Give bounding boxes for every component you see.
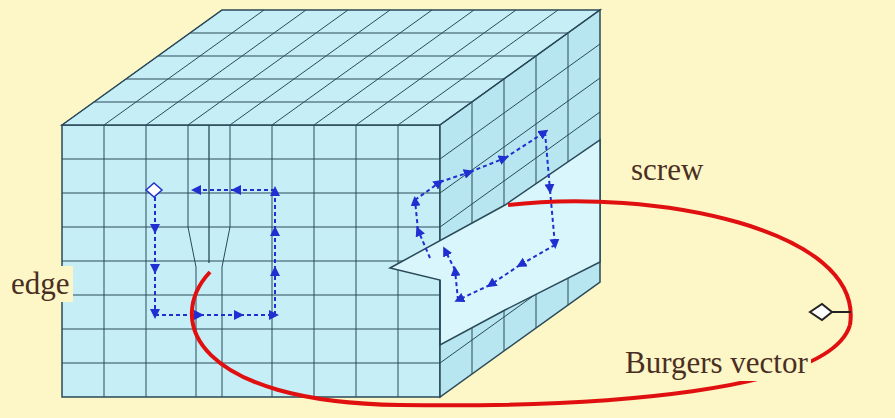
- circuit-step: [458, 285, 490, 300]
- circuit-step: [235, 189, 275, 191]
- screw-step: [439, 280, 441, 345]
- lattice-line: [94, 102, 472, 103]
- lattice-line: [272, 125, 273, 397]
- burgers-vector-arrow: [810, 304, 832, 320]
- label-text: screw: [628, 152, 706, 188]
- burgers-vector-line: [832, 311, 851, 313]
- lattice-line: [314, 125, 315, 397]
- lattice-line: [62, 193, 440, 194]
- circuit-step: [154, 270, 156, 315]
- circuit-step: [505, 132, 545, 158]
- circuit-step: [470, 158, 505, 172]
- circuit-step: [550, 190, 555, 245]
- circuit-step: [545, 132, 550, 190]
- extra-half-plane: [208, 125, 209, 263]
- circuit-step: [154, 230, 156, 270]
- lattice-line: [190, 33, 568, 34]
- lattice-line: [62, 159, 440, 160]
- circuit-step: [195, 189, 235, 191]
- lattice-line: [62, 363, 440, 364]
- lattice-line: [62, 261, 440, 262]
- circuit-step: [490, 265, 520, 285]
- screw-step: [390, 140, 600, 345]
- burgers-circuit: [146, 132, 555, 315]
- lattice-line: [158, 56, 536, 57]
- lattice-line: [62, 329, 440, 330]
- lattice-line: [62, 227, 440, 228]
- circuit-start: [146, 183, 162, 197]
- front-face: [62, 125, 440, 397]
- circuit-step: [455, 270, 458, 300]
- lattice-line: [62, 10, 222, 125]
- circuit-step: [274, 270, 276, 315]
- lattice-line: [440, 10, 600, 125]
- label-text: Burgers vector: [622, 345, 811, 381]
- lattice-line: [126, 79, 504, 80]
- red-leader: [508, 201, 851, 325]
- lattice-line: [62, 295, 440, 296]
- lattice-line: [230, 10, 390, 125]
- lattice-line: [356, 125, 357, 397]
- lattice-line: [146, 10, 306, 125]
- circuit-step: [415, 182, 440, 200]
- label-text: edge: [8, 266, 73, 302]
- lattice-line: [272, 10, 432, 125]
- circuit-step: [274, 230, 276, 270]
- lattice-line: [398, 10, 558, 125]
- circuit-step: [520, 245, 555, 265]
- lattice-line: [398, 125, 399, 397]
- circuit-step: [240, 314, 275, 316]
- lattice-line: [188, 125, 196, 397]
- circuit-step: [440, 172, 470, 182]
- circuit-step: [200, 314, 240, 316]
- lattice-line: [222, 125, 230, 397]
- lattice-line: [188, 10, 348, 125]
- circuit-step: [445, 250, 455, 270]
- lattice-line: [314, 10, 474, 125]
- circuit-step: [415, 200, 418, 230]
- lattice-line: [356, 10, 516, 125]
- lattice-line: [440, 44, 600, 159]
- lattice-line: [146, 125, 147, 397]
- lattice-line: [104, 10, 264, 125]
- red-leader: [192, 272, 850, 405]
- circuit-step: [418, 230, 430, 258]
- circuit-step: [274, 190, 276, 230]
- lattice-line: [104, 125, 105, 397]
